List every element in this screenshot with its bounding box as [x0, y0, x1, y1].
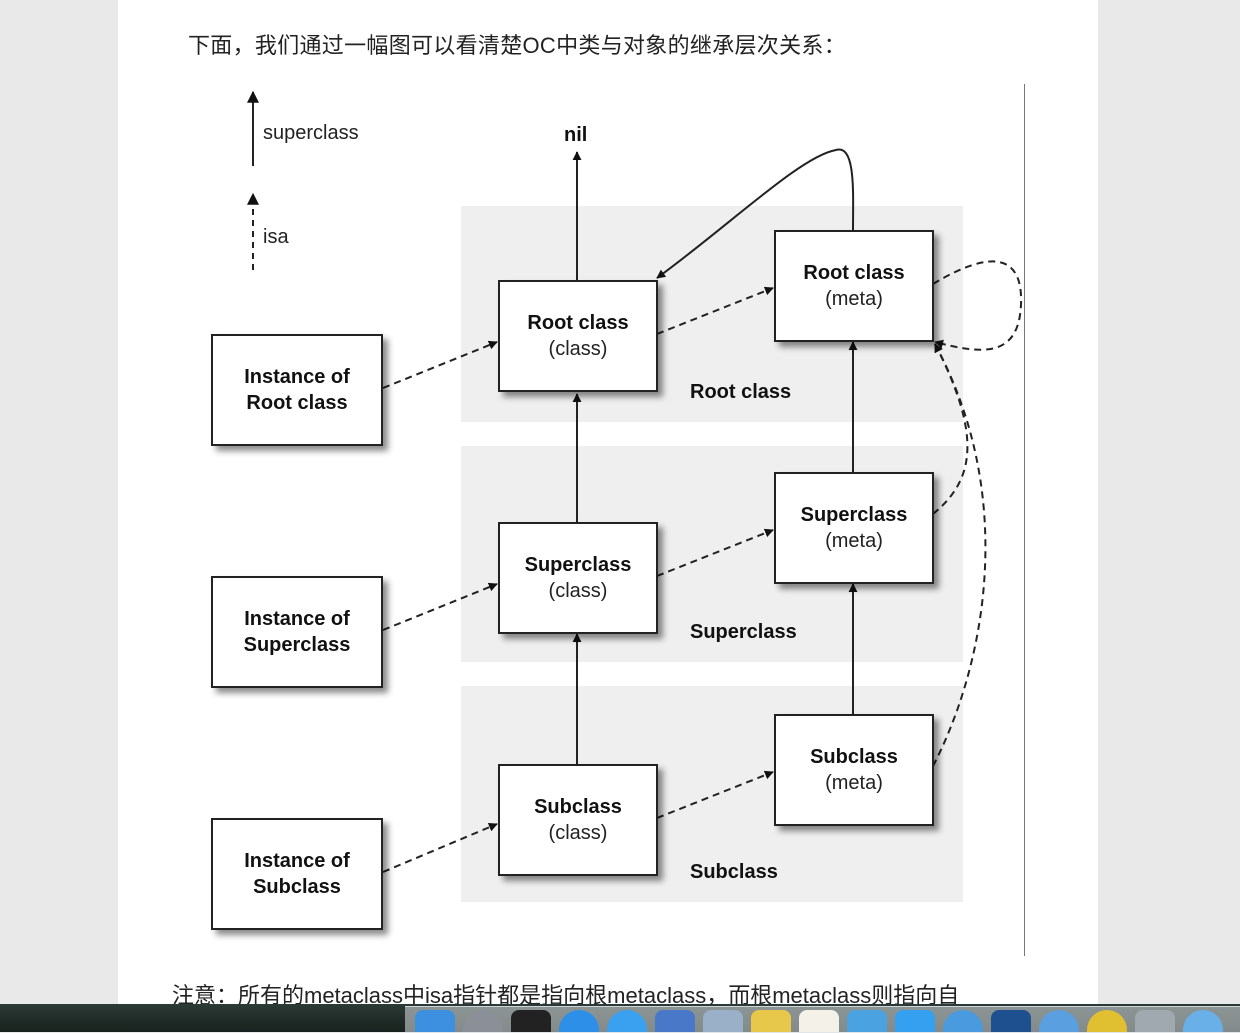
superclass-meta-box: Superclass (meta)	[774, 472, 934, 584]
isa-root-class-to-meta-arrow	[656, 286, 774, 335]
app-icon[interactable]	[943, 1010, 983, 1032]
sub-meta-name: Subclass	[810, 746, 898, 768]
instance-sub-line1: Instance of	[244, 850, 350, 872]
notepad-icon[interactable]	[799, 1010, 839, 1032]
subclass-meta-box: Subclass (meta)	[774, 714, 934, 826]
instance-subclass-box: Instance of Subclass	[211, 818, 383, 930]
class-hierarchy-diagram: superclass isa nil Instance of Root clas…	[191, 84, 1025, 956]
subclass-kind: (class)	[548, 822, 608, 844]
instance-sub-line2: Subclass	[253, 876, 341, 898]
app-store-icon[interactable]	[895, 1010, 935, 1032]
figure-border	[1024, 84, 1025, 956]
launchpad-icon[interactable]	[463, 1010, 503, 1032]
legend-isa-label: isa	[263, 226, 289, 248]
app-icon[interactable]	[1183, 1010, 1223, 1032]
root-class-meta-box: Root class (meta)	[774, 230, 934, 342]
subclass-name: Subclass	[534, 796, 622, 818]
diagram-arrows	[247, 90, 1023, 873]
subclass-class-box: Subclass (class)	[498, 764, 658, 876]
isa-superclass-to-meta-arrow	[656, 528, 774, 577]
superclass-kind: (class)	[548, 580, 608, 602]
sub-meta-kind: (meta)	[825, 772, 883, 794]
root-meta-kind: (meta)	[825, 288, 883, 310]
isa-instance-sub-arrow	[382, 822, 498, 873]
instance-super-line1: Instance of	[244, 608, 350, 630]
preview-icon[interactable]	[655, 1010, 695, 1032]
root-meta-name: Root class	[803, 262, 905, 284]
superclass-group-label: Superclass	[690, 621, 797, 643]
subclass-group-label: Subclass	[690, 861, 778, 883]
app-icon[interactable]	[1039, 1010, 1079, 1032]
instance-root-line2: Root class	[246, 392, 348, 414]
isa-root-meta-self-loop	[932, 260, 1023, 351]
finder-icon[interactable]	[415, 1010, 455, 1032]
chart-icon[interactable]	[1087, 1010, 1127, 1032]
app-icon[interactable]	[559, 1010, 599, 1032]
root-class-group-label: Root class	[690, 381, 792, 403]
nil-label: nil	[564, 124, 588, 146]
super-meta-name: Superclass	[800, 504, 908, 526]
instance-root-class-box: Instance of Root class	[211, 334, 383, 446]
notes-icon[interactable]	[751, 1010, 791, 1032]
isa-instance-root-arrow	[382, 340, 498, 389]
instance-root-line1: Instance of	[244, 366, 350, 388]
root-class-class-box: Root class (class)	[498, 280, 658, 392]
isa-subclass-to-meta-arrow	[656, 770, 774, 819]
photo-icon[interactable]	[1135, 1010, 1175, 1032]
isa-super-meta-to-root-meta-arrow	[932, 343, 969, 515]
sourcetree-icon[interactable]	[991, 1010, 1031, 1032]
legend-superclass-label: superclass	[263, 122, 359, 144]
safari-icon[interactable]	[607, 1010, 647, 1032]
instance-super-line2: Superclass	[243, 634, 351, 656]
xcode-icon[interactable]	[847, 1010, 887, 1032]
qq-icon[interactable]	[511, 1010, 551, 1032]
isa-sub-meta-to-root-meta-arrow	[932, 343, 987, 767]
root-meta-to-root-class-arrow	[656, 148, 855, 279]
root-class-kind: (class)	[548, 338, 608, 360]
article-intro-text: 下面，我们通过一幅图可以看清楚OC中类与对象的继承层次关系：	[188, 33, 847, 58]
isa-instance-super-arrow	[382, 582, 498, 631]
superclass-name: Superclass	[524, 554, 632, 576]
files-icon[interactable]	[703, 1010, 743, 1032]
article-note-text: 注意：所有的metaclass中isa指针都是指向根metaclass，而根me…	[172, 983, 960, 1008]
super-meta-kind: (meta)	[825, 530, 883, 552]
root-class-name: Root class	[527, 312, 629, 334]
instance-superclass-box: Instance of Superclass	[211, 576, 383, 688]
superclass-class-box: Superclass (class)	[498, 522, 658, 634]
